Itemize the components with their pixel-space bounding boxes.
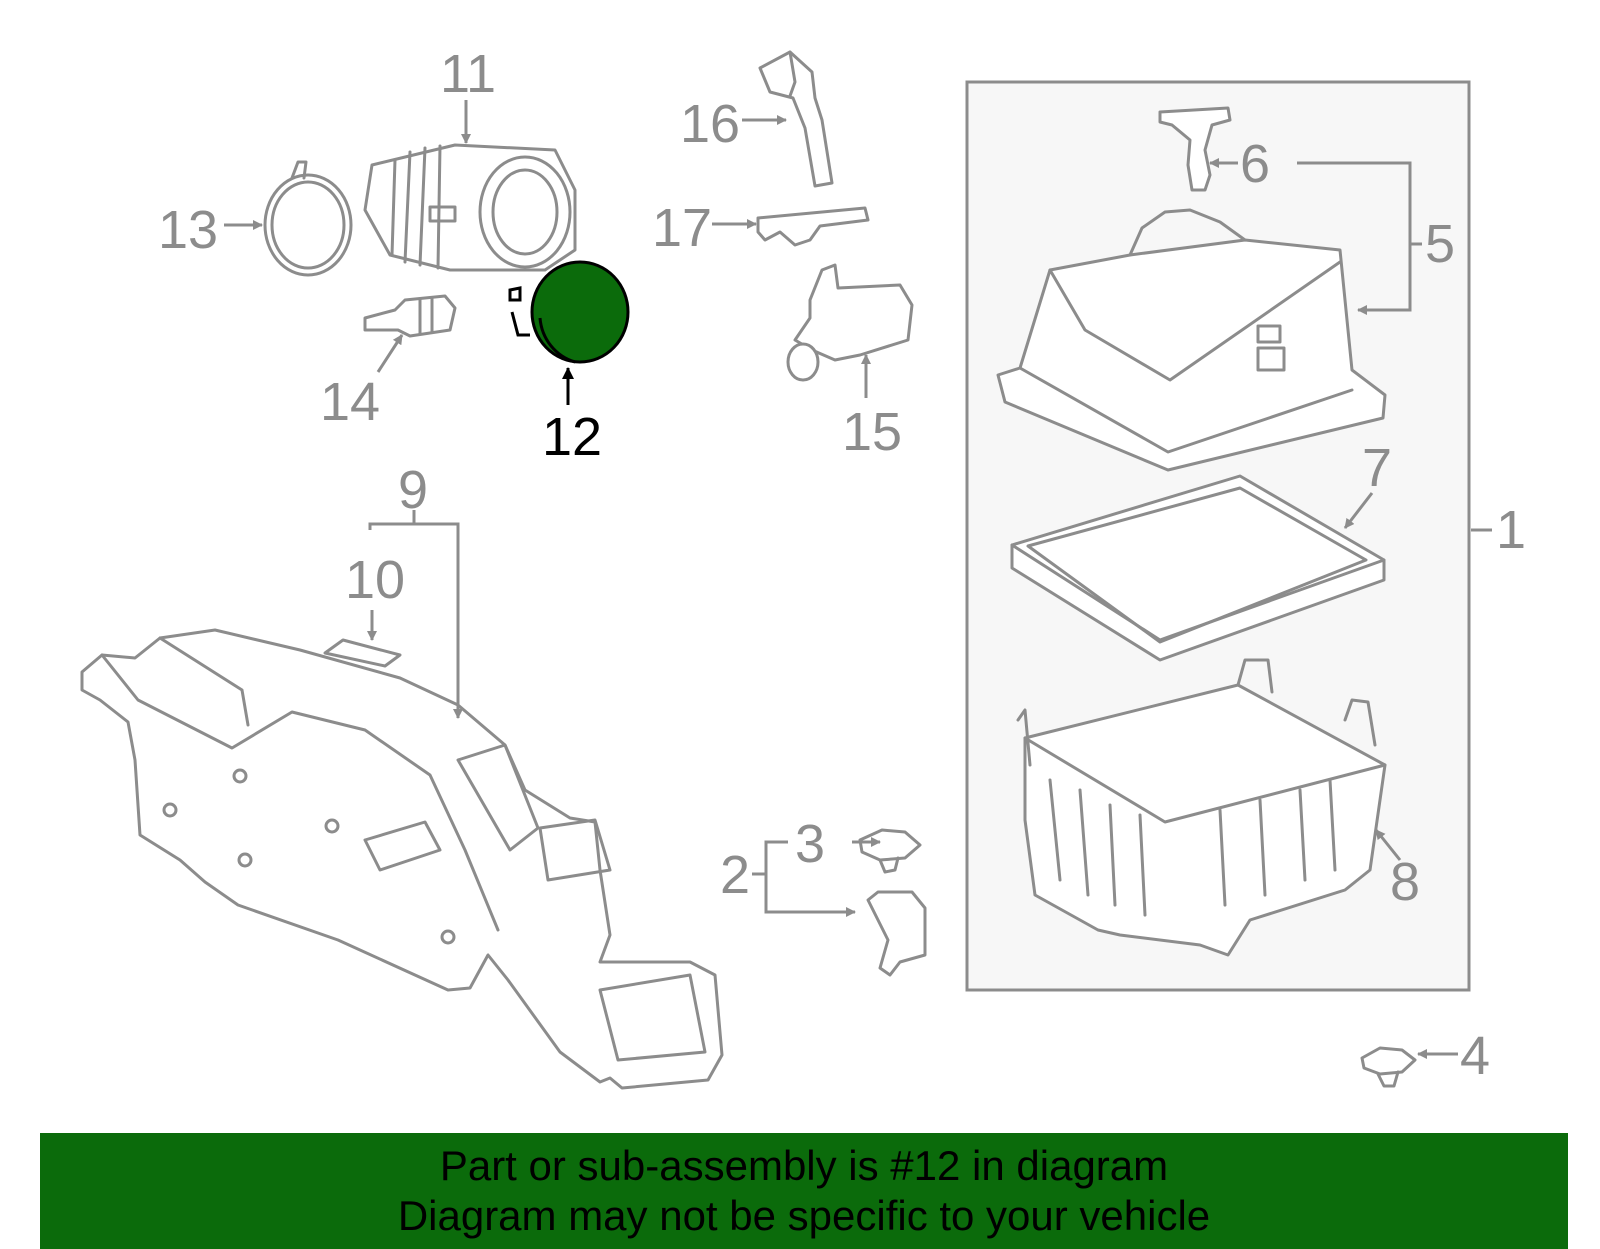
part-14-sensor[interactable] — [363, 294, 457, 338]
banner-line-part-number: Part or sub-assembly is #12 in diagram — [439, 1142, 1169, 1189]
callout-5: 5 — [1425, 214, 1455, 274]
callout-13: 13 — [158, 200, 218, 260]
info-banner: Part or sub-assembly is #12 in diagram D… — [40, 1133, 1568, 1249]
part-9-air-duct[interactable] — [80, 628, 724, 1090]
callout-9: 9 — [398, 460, 428, 520]
part-4-grommet[interactable] — [1360, 1046, 1417, 1088]
callout-15: 15 — [842, 402, 902, 462]
part-5-upper-case[interactable] — [996, 208, 1387, 472]
callout-16: 16 — [680, 94, 740, 154]
callout-3: 3 — [795, 814, 825, 874]
callout-6: 6 — [1240, 134, 1270, 194]
part-8-lower-case[interactable] — [1016, 658, 1387, 957]
callout-14: 14 — [320, 372, 380, 432]
part-3-grommet[interactable] — [858, 828, 922, 874]
callout-1: 1 — [1496, 500, 1526, 560]
part-7-filter[interactable] — [1010, 474, 1386, 662]
callout-12-highlighted: 12 — [542, 407, 602, 467]
banner-line-disclaimer: Diagram may not be specific to your vehi… — [397, 1192, 1211, 1239]
callout-11: 11 — [440, 44, 496, 104]
part-12-gasket-highlighted[interactable] — [508, 260, 630, 364]
part-16-breather-tube[interactable] — [758, 50, 834, 188]
callout-17: 17 — [652, 198, 712, 258]
leader-lines — [224, 100, 1492, 1059]
part-2-bracket[interactable] — [866, 890, 927, 977]
part-6-clip[interactable] — [1158, 106, 1232, 192]
callout-10: 10 — [345, 550, 405, 610]
callout-7: 7 — [1362, 438, 1392, 498]
callout-4: 4 — [1460, 1026, 1490, 1086]
callout-8: 8 — [1390, 852, 1420, 912]
part-11-intake-hose[interactable] — [363, 143, 577, 272]
callout-2: 2 — [720, 845, 750, 905]
part-15-resonator[interactable] — [786, 263, 914, 382]
part-13-clamp[interactable] — [263, 160, 353, 277]
part-17-bracket[interactable] — [756, 206, 870, 247]
part-10-label[interactable] — [323, 638, 402, 668]
